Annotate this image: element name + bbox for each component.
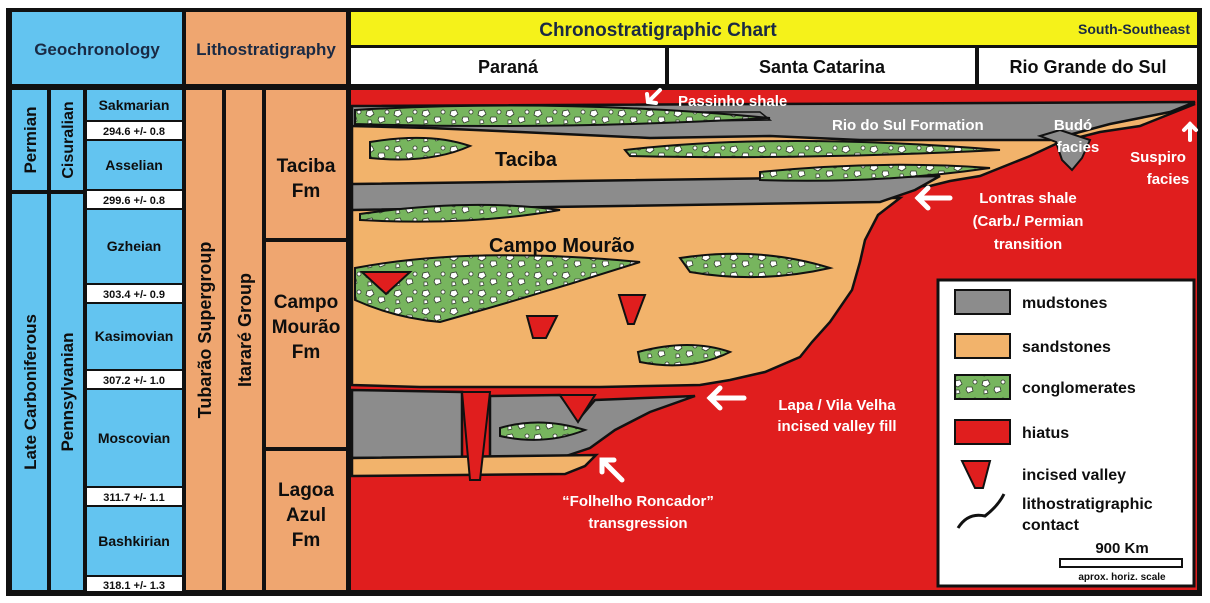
label-rio-do-sul-formation: Rio do Sul Formation xyxy=(832,117,984,134)
formation-taciba-label: Fm xyxy=(292,181,321,202)
legend-label: conglomerates xyxy=(1022,380,1136,397)
age-label: 318.1 +/- 1.3 xyxy=(103,580,165,592)
label-suspiro-facies: facies xyxy=(1147,171,1190,188)
legend-swatch-sandstones xyxy=(955,334,1010,358)
label-lontras-shale: (Carb./ Permian xyxy=(973,213,1084,230)
scale-label: 900 Km xyxy=(1095,540,1148,557)
stage-moscovian-label: Moscovian xyxy=(98,430,170,446)
age-label: 303.4 +/- 0.9 xyxy=(103,289,165,301)
formation-campo-mourao-label: Campo xyxy=(274,292,338,313)
stage-kasimovian-label: Kasimovian xyxy=(95,328,174,344)
formation-campo-mourao-label: Fm xyxy=(292,342,321,363)
label-folhelho-roncador: transgression xyxy=(588,515,687,532)
age-label: 311.7 +/- 1.1 xyxy=(103,492,164,504)
formation-lagoa-azul-label: Lagoa xyxy=(278,480,334,501)
stage-asselian-label: Asselian xyxy=(105,157,163,173)
label-lapa-vila-velha: Lapa / Vila Velha xyxy=(778,397,896,414)
epoch-pennsylvanian-label: Pennsylvanian xyxy=(58,332,77,451)
scale-caption: aprox. horiz. scale xyxy=(1078,572,1166,583)
chart-title: Chronostratigraphic Chart xyxy=(539,20,777,41)
region-label-rio-grande-do-sul: Rio Grande do Sul xyxy=(1009,57,1166,77)
lagoa-azul-mudstone-left xyxy=(352,390,462,458)
legend-label: lithostratigraphic xyxy=(1022,496,1153,513)
legend-label: mudstones xyxy=(1022,295,1107,312)
legend-label: incised valley xyxy=(1022,467,1126,484)
stage-gzheian-label: Gzheian xyxy=(107,238,161,254)
supergroup-label: Tubarão Supergroup xyxy=(195,242,215,419)
region-label-santa-catarina: Santa Catarina xyxy=(759,57,886,77)
geochronology-panel: Geochronology Permian Late Carboniferous… xyxy=(12,12,182,592)
period-late-carboniferous-label: Late Carboniferous xyxy=(21,314,40,470)
label-folhelho-roncador: “Folhelho Roncador” xyxy=(562,493,714,510)
label-budo-facies: Budó xyxy=(1054,117,1092,134)
period-permian-label: Permian xyxy=(21,106,40,173)
label-lontras-shale: transition xyxy=(994,236,1062,253)
scale-bar xyxy=(1060,559,1182,567)
legend-swatch-mudstones xyxy=(955,290,1010,314)
lithostratigraphy-panel: Lithostratigraphy Tubarão Supergroup Ita… xyxy=(186,12,346,590)
label-budo-facies: facies xyxy=(1057,139,1100,156)
legend-label: hiatus xyxy=(1022,425,1069,442)
lithostratigraphy-header: Lithostratigraphy xyxy=(196,40,336,59)
formation-campo-mourao-label: Mourão xyxy=(272,317,341,338)
legend-label: contact xyxy=(1022,517,1080,534)
stage-sakmarian-label: Sakmarian xyxy=(99,97,170,113)
legend-label: sandstones xyxy=(1022,339,1111,356)
chart-header: Chronostratigraphic Chart South-Southeas… xyxy=(351,12,1197,84)
label-campo-mourao: Campo Mourão xyxy=(489,235,635,257)
legend-swatch-hiatus xyxy=(955,420,1010,444)
formation-lagoa-azul-label: Azul xyxy=(286,505,326,526)
age-label: 307.2 +/- 1.0 xyxy=(103,375,165,387)
label-lapa-vila-velha: incised valley fill xyxy=(777,418,896,435)
label-passinho-shale: Passinho shale xyxy=(678,93,787,110)
formation-taciba-label: Taciba xyxy=(277,156,336,177)
legend: mudstones sandstones conglomerates hiatu… xyxy=(938,280,1194,586)
age-label: 299.6 +/- 0.8 xyxy=(103,195,165,207)
label-lontras-shale: Lontras shale xyxy=(979,190,1077,207)
legend-swatch-conglomerates xyxy=(955,375,1010,399)
label-suspiro-facies: Suspiro xyxy=(1130,149,1186,166)
label-taciba: Taciba xyxy=(495,149,558,171)
region-label-parana: Paraná xyxy=(478,57,539,77)
epoch-cisuralian-label: Cisuralian xyxy=(60,101,77,178)
chart-subtitle: South-Southeast xyxy=(1078,21,1190,37)
geochronology-header: Geochronology xyxy=(34,40,160,59)
age-label: 294.6 +/- 0.8 xyxy=(103,126,165,138)
formation-lagoa-azul-label: Fm xyxy=(292,530,321,551)
stage-bashkirian-label: Bashkirian xyxy=(98,533,170,549)
group-label: Itararé Group xyxy=(235,273,255,387)
